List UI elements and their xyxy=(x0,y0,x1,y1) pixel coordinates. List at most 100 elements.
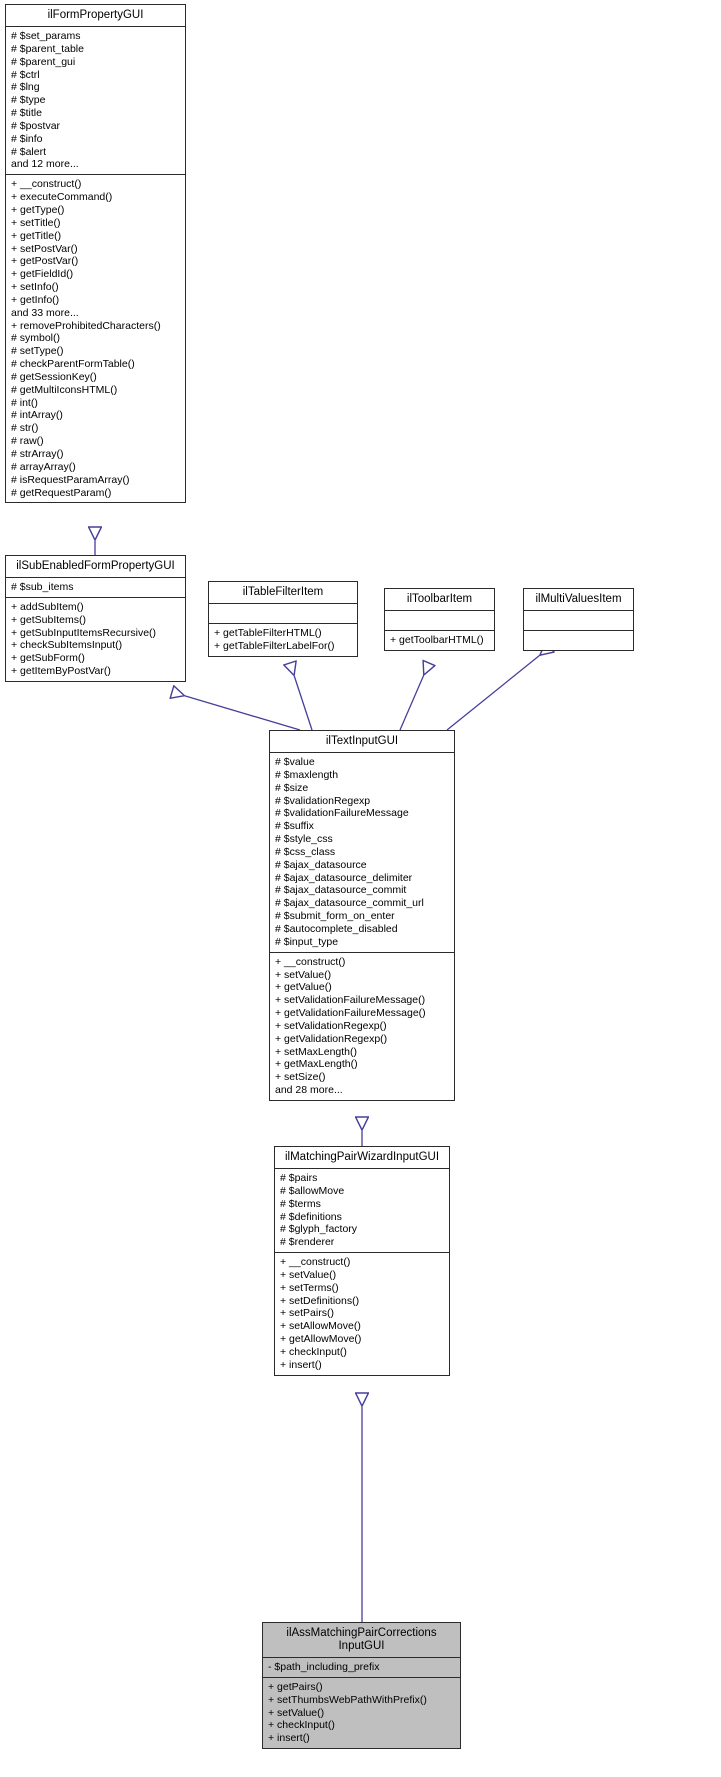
attribute: # $postvar xyxy=(11,119,61,132)
edge-textinput-to-toolbaritem xyxy=(399,663,429,731)
operation: + getInfo() xyxy=(11,293,60,306)
attribute: # $ajax_datasource xyxy=(275,858,367,871)
attribute: - $path_including_prefix xyxy=(268,1661,380,1673)
operation: + setSize() xyxy=(275,1071,326,1084)
attribute: # $ajax_datasource_delimiter xyxy=(275,871,413,884)
edge-textinput-to-multivaluesitem xyxy=(446,647,550,731)
attribute: # $alert xyxy=(11,145,47,158)
operation: + setValidationRegexp() xyxy=(275,1019,387,1032)
attribute: # $input_type xyxy=(275,935,339,948)
operation: + setValue() xyxy=(275,968,332,981)
class-title: ilSubEnabledFormPropertyGUI xyxy=(6,556,185,578)
attribute: # $renderer xyxy=(280,1236,335,1249)
attributes-section xyxy=(385,611,494,631)
class-title-line1: ilAssMatchingPairCorrections xyxy=(286,1627,437,1639)
operations-section: + __construct() + executeCommand() + get… xyxy=(6,175,185,502)
attribute: # $set_params xyxy=(11,30,81,42)
operation: + setAllowMove() xyxy=(280,1320,361,1333)
attribute: # $parent_gui xyxy=(11,55,76,68)
operation: + getSubForm() xyxy=(11,652,85,665)
class-box-ilformpropertygui[interactable]: ilFormPropertyGUI # $set_params # $paren… xyxy=(5,4,186,504)
attribute: # $ajax_datasource_commit xyxy=(275,884,407,897)
operations-section xyxy=(524,631,633,650)
operations-section: + getTableFilterHTML() + getTableFilterL… xyxy=(209,624,357,656)
operation: + getSubInputItemsRecursive() xyxy=(11,626,157,639)
class-title: ilMatchingPairWizardInputGUI xyxy=(275,1147,449,1169)
operation: # int() xyxy=(11,396,38,409)
attribute: # $type xyxy=(11,94,46,107)
operations-more: and 33 more... xyxy=(11,306,79,319)
operation: + setThumbsWebPathWithPrefix() xyxy=(268,1693,427,1706)
attributes-section: # $sub_items xyxy=(6,578,185,598)
operation: + checkSubItemsInput() xyxy=(11,639,123,652)
operations-section: + __construct() + setValue() + getValue(… xyxy=(270,953,454,1100)
attribute: # $terms xyxy=(280,1197,321,1210)
operation: + insert() xyxy=(280,1358,322,1371)
attributes-section xyxy=(209,604,357,624)
attributes-more: and 12 more... xyxy=(11,158,79,171)
class-box-ilassmatchingpaircorrectionsinputgui[interactable]: ilAssMatchingPairCorrections InputGUI - … xyxy=(262,1622,461,1750)
operation: + getItemByPostVar() xyxy=(11,665,111,678)
class-box-iltablefilteritem[interactable]: ilTableFilterItem + getTableFilterHTML()… xyxy=(208,581,358,657)
operation: # getSessionKey() xyxy=(11,370,97,383)
attributes-section: - $path_including_prefix xyxy=(263,1658,460,1678)
operation: + setMaxLength() xyxy=(275,1045,358,1058)
operations-section: + getToolbarHTML() xyxy=(385,631,494,650)
attribute: # $allowMove xyxy=(280,1184,345,1197)
operation: + getToolbarHTML() xyxy=(390,634,484,646)
operation: + getValue() xyxy=(275,981,332,994)
attribute: # $ctrl xyxy=(11,68,40,81)
operation: + setPairs() xyxy=(280,1307,334,1320)
attribute: # $ajax_datasource_commit_url xyxy=(275,897,424,910)
operation: # checkParentFormTable() xyxy=(11,358,135,371)
operation: + getPairs() xyxy=(268,1680,323,1693)
operation: # intArray() xyxy=(11,409,63,422)
class-title-line2: InputGUI xyxy=(338,1640,385,1652)
operation: # str() xyxy=(11,422,39,435)
class-title: ilTableFilterItem xyxy=(209,582,357,604)
attribute: # $pairs xyxy=(280,1172,318,1184)
edge-textinput-to-tablefilteritem xyxy=(290,663,313,731)
class-title: ilMultiValuesItem xyxy=(524,589,633,611)
attribute: # $validationRegexp xyxy=(275,794,371,807)
attributes-section: # $pairs # $allowMove # $terms # $defini… xyxy=(275,1169,449,1254)
attribute: # $lng xyxy=(11,81,40,94)
operation: + setValue() xyxy=(280,1268,337,1281)
operation: + getTitle() xyxy=(11,229,62,242)
operation: + setValidationFailureMessage() xyxy=(275,994,426,1007)
operation: + setTerms() xyxy=(280,1281,339,1294)
operation: # setType() xyxy=(11,345,64,358)
class-title: ilAssMatchingPairCorrections InputGUI xyxy=(263,1623,460,1658)
operation: + getTableFilterLabelFor() xyxy=(214,639,335,652)
class-box-iltoolbaritem[interactable]: ilToolbarItem + getToolbarHTML() xyxy=(384,588,495,651)
attribute: # $definitions xyxy=(280,1210,342,1223)
operation: + getMaxLength() xyxy=(275,1058,358,1071)
operation: + __construct() xyxy=(275,955,346,968)
operation: + checkInput() xyxy=(268,1719,335,1732)
attributes-section: # $value # $maxlength # $size # $validat… xyxy=(270,753,454,953)
operation: + checkInput() xyxy=(280,1345,347,1358)
attribute: # $maxlength xyxy=(275,768,339,781)
operation: + setPostVar() xyxy=(11,242,78,255)
class-title: ilFormPropertyGUI xyxy=(6,5,185,27)
operation: + getTableFilterHTML() xyxy=(214,627,322,639)
class-box-ilmatchingpairwizardinputgui[interactable]: ilMatchingPairWizardInputGUI # $pairs # … xyxy=(274,1146,450,1376)
class-box-ilmultivaluesitem[interactable]: ilMultiValuesItem xyxy=(523,588,634,651)
attribute: # $autocomplete_disabled xyxy=(275,922,398,935)
operation: # raw() xyxy=(11,435,44,448)
attributes-section xyxy=(524,611,633,631)
attribute: # $value xyxy=(275,756,315,768)
class-box-iltextinputgui[interactable]: ilTextInputGUI # $value # $maxlength # $… xyxy=(269,730,455,1101)
operation: # getRequestParam() xyxy=(11,486,112,499)
operation: # getMultiIconsHTML() xyxy=(11,383,118,396)
operation: + getType() xyxy=(11,203,65,216)
operations-more: and 28 more... xyxy=(275,1084,343,1097)
operation: + removeProhibitedCharacters() xyxy=(11,319,161,332)
operations-section: + addSubItem() + getSubItems() + getSubI… xyxy=(6,598,185,681)
operation: + __construct() xyxy=(280,1256,351,1269)
operation: # strArray() xyxy=(11,448,64,460)
operation: + addSubItem() xyxy=(11,600,84,613)
edge-textinput-to-subenabled xyxy=(172,692,301,731)
class-box-ilsubenabledformpropertygui[interactable]: ilSubEnabledFormPropertyGUI # $sub_items… xyxy=(5,555,186,682)
attribute: # $size xyxy=(275,781,309,794)
